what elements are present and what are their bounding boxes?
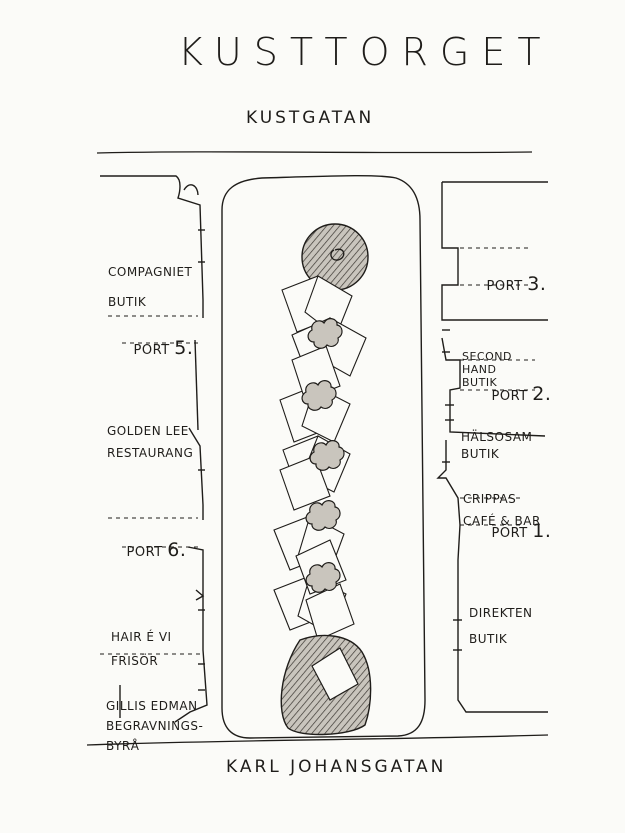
left-facade <box>100 175 208 723</box>
right-facade <box>436 181 548 713</box>
paving-path <box>273 275 367 641</box>
plaza-outline <box>221 174 426 739</box>
tree-icon <box>307 318 343 349</box>
monument-icon <box>280 634 372 736</box>
street-label-kustgatan: KUSTGATAN <box>246 108 375 128</box>
tree-icon <box>301 380 337 411</box>
tree-icon <box>305 562 341 593</box>
port-label-5: PORT 5. <box>133 337 194 359</box>
tree-icon <box>305 500 341 531</box>
street-edge-bottom <box>86 734 549 746</box>
map-title: KUSTTORGET <box>178 30 553 74</box>
port-label-1: PORT 1. <box>491 520 552 542</box>
port-label-6: PORT 6. <box>126 539 187 561</box>
port-label-3: PORT 3. <box>486 273 547 295</box>
street-edge-top <box>96 151 533 154</box>
right-port-dividers <box>460 247 535 526</box>
street-label-karl-johansgatan: KARL JOHANSGATAN <box>226 757 447 777</box>
trees <box>301 318 345 593</box>
port-label-2: PORT 2. <box>491 383 552 405</box>
tree-icon <box>309 440 345 471</box>
left-port-dividers <box>100 315 200 655</box>
